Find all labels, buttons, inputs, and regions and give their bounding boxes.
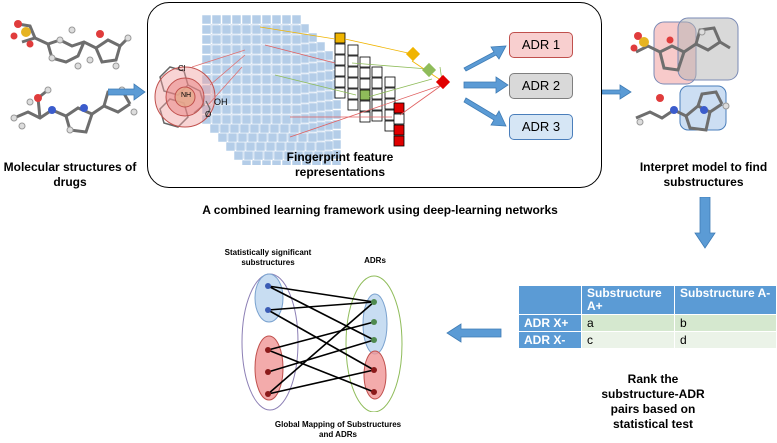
arrow-to-framework <box>108 83 146 101</box>
table-header-a-minus: Substructure A- <box>674 286 777 316</box>
feature-cell <box>371 99 383 111</box>
mapping-nodes <box>265 283 377 397</box>
feature-cell <box>359 67 371 79</box>
feature-cell <box>371 88 383 100</box>
adr-box-3-label: ADR 3 <box>521 119 561 134</box>
bipartite-graph <box>241 273 403 412</box>
feature-cell <box>334 43 346 55</box>
feature-cell <box>334 54 346 66</box>
adrs-label: ADRs <box>364 256 386 265</box>
adr-box-3: ADR 3 <box>509 114 573 140</box>
molecular-structures-label: Molecular structures of drugs <box>3 160 137 189</box>
feature-cell <box>347 66 359 78</box>
interpret-label: Interpret model to find substructures <box>639 160 768 189</box>
feature-cell <box>334 65 346 77</box>
feature-cell <box>347 44 359 56</box>
chem-label-oh: OH <box>214 97 228 107</box>
feature-cell <box>359 100 371 112</box>
arrow-adr2 <box>463 76 509 94</box>
table-cell: b <box>674 314 777 333</box>
chem-label-nh: NH <box>181 92 192 99</box>
drug-molecule-1 <box>17 22 130 64</box>
table-row: ADR X- c d <box>519 331 777 350</box>
substructure-cluster-blue <box>254 273 284 323</box>
feature-cell <box>393 102 405 114</box>
network-illustration <box>154 14 451 165</box>
feature-cell <box>359 56 371 68</box>
adr-box-1-label: ADR 1 <box>521 37 561 52</box>
output-nodes <box>405 46 451 90</box>
feature-cell <box>371 66 383 78</box>
arrows-to-adrs <box>463 45 509 127</box>
adr-group-outline <box>345 275 403 412</box>
feature-cell <box>371 77 383 89</box>
feature-cell <box>359 89 371 101</box>
feature-cell <box>334 87 346 99</box>
fingerprint-label: Fingerprint feature representations <box>286 150 394 179</box>
feature-cell <box>384 120 396 132</box>
arrow-adr1 <box>463 45 507 72</box>
drug-molecule-1-atoms <box>10 20 132 70</box>
global-mapping-label: Global Mapping of Substructures and ADRs <box>274 420 402 439</box>
mapping-edges <box>267 285 375 395</box>
projection-lines <box>191 49 246 106</box>
feature-cell <box>371 110 383 122</box>
feature-cell <box>393 124 405 136</box>
table-header-a-plus: Substructure A+ <box>581 286 675 316</box>
feature-cell <box>384 109 396 121</box>
adr-box-1: ADR 1 <box>509 32 573 58</box>
adr-box-2-label: ADR 2 <box>521 78 561 93</box>
feature-cell <box>393 135 405 147</box>
feature-cell <box>347 99 359 111</box>
drug-molecules-illustration <box>10 20 138 134</box>
table-cell: a <box>581 314 675 333</box>
row-label-adr-x-plus: ADR X+ <box>519 314 582 333</box>
stat-sig-label: Statistically significant substructures <box>224 248 312 267</box>
adr-box-2: ADR 2 <box>509 73 573 99</box>
feature-map-stack <box>201 14 342 165</box>
interpreted-molecules <box>630 17 739 132</box>
feature-cell <box>393 113 405 125</box>
table-cell: d <box>674 331 777 350</box>
chem-label-o: O <box>205 110 212 119</box>
feature-cell <box>359 78 371 90</box>
feature-cell <box>384 87 396 99</box>
contingency-table: Substructure A+ Substructure A- ADR X+ a… <box>519 286 777 350</box>
framework-caption: A combined learning framework using deep… <box>202 203 558 217</box>
feature-cell <box>384 76 396 88</box>
table-header-row: Substructure A+ Substructure A- <box>519 286 777 316</box>
feature-cell <box>334 32 346 44</box>
feature-cell <box>334 76 346 88</box>
table-row: ADR X+ a b <box>519 314 777 333</box>
chem-label-cl: Cl <box>178 64 186 73</box>
arrow-to-mapping <box>446 323 502 343</box>
adr-cluster-red <box>363 350 387 400</box>
arrow-adr3 <box>463 97 507 127</box>
arrow-down-to-table <box>694 197 716 249</box>
fingerprint-molecule <box>154 66 216 128</box>
row-label-adr-x-minus: ADR X- <box>519 331 582 350</box>
feature-cell <box>347 55 359 67</box>
table-header-empty <box>519 286 582 316</box>
arrow-to-interpret <box>602 84 632 100</box>
table-cell: c <box>581 331 675 350</box>
feature-cell <box>347 77 359 89</box>
rank-label: Rank the substructure-ADR pairs based on… <box>601 372 705 431</box>
